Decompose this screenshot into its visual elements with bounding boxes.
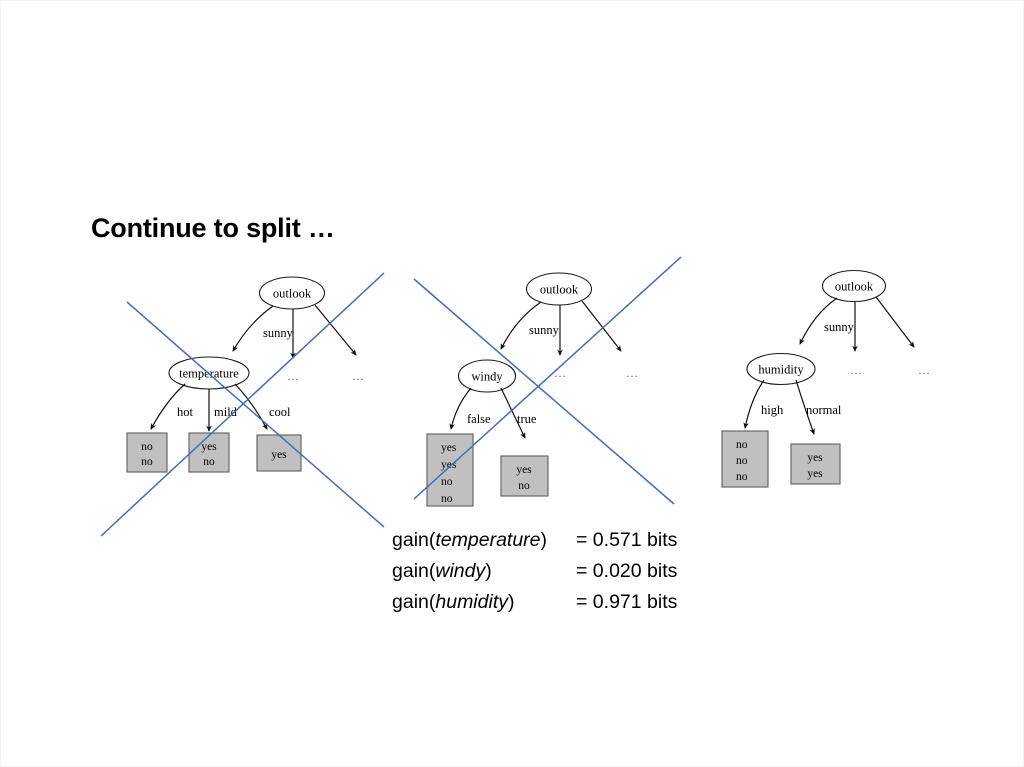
leaf-node[interactable]: yes no bbox=[500, 455, 549, 497]
edge-outlook-temperature bbox=[232, 305, 274, 352]
leaf-value: yes bbox=[441, 442, 457, 454]
edge-label-sunny: sunny bbox=[824, 320, 855, 334]
edge-humidity-high bbox=[743, 379, 765, 429]
leaf-node[interactable]: yes yes bbox=[790, 443, 841, 485]
edge-outlook-humidity bbox=[799, 297, 838, 345]
node-outlook-2[interactable]: outlook bbox=[525, 272, 593, 306]
edge-label-high: high bbox=[761, 403, 784, 417]
edge-temperature-hot bbox=[150, 383, 186, 430]
ellipsis-right-1: … bbox=[352, 369, 364, 383]
gain-label: gain(temperature) bbox=[392, 529, 548, 551]
edge-windy-false bbox=[449, 387, 472, 430]
page-title: Continue to split … bbox=[91, 213, 335, 243]
leaf-node[interactable]: yes yes no no bbox=[426, 433, 474, 507]
tree-windy: outlook sunny … … windy false true yes bbox=[413, 256, 682, 507]
edge-humidity-normal bbox=[795, 379, 815, 435]
tree-temperature: outlook sunny … … temperature hot mild bbox=[100, 272, 385, 537]
strikeout-cross-windy bbox=[413, 256, 682, 505]
edge-label-true: true bbox=[517, 412, 537, 426]
gain-value: = 0.020 bits bbox=[576, 560, 678, 582]
node-outlook-3[interactable]: outlook bbox=[821, 269, 887, 303]
tree-humidity: outlook sunny … … humidity high normal n… bbox=[721, 269, 930, 488]
gain-row: gain(humidity) = 0.971 bits bbox=[392, 591, 677, 622]
edge-label-cool: cool bbox=[269, 405, 291, 419]
gain-row: gain(windy) = 0.020 bits bbox=[392, 560, 677, 591]
gain-value: = 0.971 bits bbox=[576, 591, 678, 613]
node-label: windy bbox=[471, 370, 503, 384]
ellipsis-mid-1: … bbox=[287, 369, 299, 383]
leaf-value: yes bbox=[807, 452, 823, 464]
edge-outlook-right-2 bbox=[581, 300, 622, 352]
gain-value: = 0.571 bits bbox=[576, 529, 678, 551]
edge-label-hot: hot bbox=[177, 405, 194, 419]
leaf-value: no bbox=[518, 480, 530, 492]
leaf-value: no bbox=[736, 439, 748, 451]
leaf-value: yes bbox=[201, 441, 217, 453]
node-label: humidity bbox=[758, 363, 804, 377]
strikeout-cross-temperature bbox=[100, 272, 385, 537]
leaf-value: no bbox=[141, 441, 153, 453]
edge-outlook-right-3 bbox=[875, 296, 915, 348]
edge-label-normal: normal bbox=[806, 403, 842, 417]
ellipsis-mid-3: … bbox=[850, 363, 862, 377]
leaf-value: no bbox=[441, 476, 453, 488]
leaf-value: no bbox=[736, 471, 748, 483]
ellipsis-right-3: … bbox=[918, 363, 930, 377]
gain-attribute: windy bbox=[435, 560, 486, 582]
node-label: outlook bbox=[835, 280, 874, 294]
gain-attribute: temperature bbox=[435, 529, 541, 551]
ellipsis-right-2: … bbox=[626, 366, 638, 380]
leaf-value: no bbox=[141, 456, 153, 468]
leaf-value: no bbox=[203, 456, 215, 468]
leaf-node[interactable]: yes no bbox=[188, 432, 230, 473]
leaf-value: no bbox=[441, 493, 453, 505]
gain-attribute: humidity bbox=[435, 591, 508, 613]
gain-label: gain(windy) bbox=[392, 560, 492, 582]
node-humidity[interactable]: humidity bbox=[746, 352, 816, 386]
leaf-value: yes bbox=[271, 449, 287, 461]
edge-outlook-right-1 bbox=[314, 304, 357, 356]
leaf-node[interactable]: no no no bbox=[721, 430, 769, 488]
leaf-value: yes bbox=[441, 459, 457, 471]
node-label: outlook bbox=[273, 287, 312, 301]
edge-outlook-windy bbox=[500, 301, 542, 350]
edge-label-sunny: sunny bbox=[529, 323, 560, 337]
edge-label-false: false bbox=[467, 412, 491, 426]
leaf-value: no bbox=[736, 455, 748, 467]
edge-temperature-cool bbox=[234, 383, 268, 430]
gain-list: gain(temperature) = 0.571 bits gain(wind… bbox=[392, 529, 677, 622]
leaf-node[interactable]: no no bbox=[126, 432, 168, 473]
gain-label: gain(humidity) bbox=[392, 591, 515, 613]
leaf-value: yes bbox=[516, 464, 532, 476]
leaf-value: yes bbox=[807, 468, 823, 480]
leaf-node[interactable]: yes bbox=[256, 434, 302, 472]
gain-row: gain(temperature) = 0.571 bits bbox=[392, 529, 677, 560]
ellipsis-mid-2: … bbox=[554, 366, 566, 380]
node-outlook-1[interactable]: outlook bbox=[258, 276, 326, 310]
node-label: outlook bbox=[540, 283, 579, 297]
edge-windy-true bbox=[500, 387, 526, 439]
edge-label-sunny: sunny bbox=[263, 326, 294, 340]
node-windy[interactable]: windy bbox=[457, 359, 517, 393]
